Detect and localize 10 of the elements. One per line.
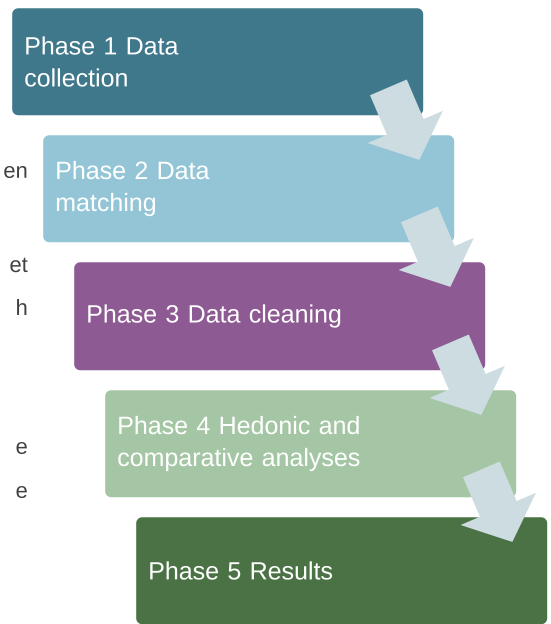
- process-box: Phase 2 Data matching: [43, 135, 454, 242]
- process-box: Phase 5 Results: [136, 517, 548, 624]
- process-box: Phase 3 Data cleaning: [74, 262, 486, 370]
- text-fragment: e: [16, 486, 27, 498]
- text-fragment: h: [17, 299, 26, 315]
- text-fragment: et: [10, 258, 28, 272]
- process-box: Phase 4 Hedonic and comparative analyses: [105, 390, 516, 498]
- text-fragment: e: [16, 442, 27, 454]
- process-box: Phase 1 Data collection: [12, 8, 424, 116]
- text-fragment: en: [4, 166, 26, 178]
